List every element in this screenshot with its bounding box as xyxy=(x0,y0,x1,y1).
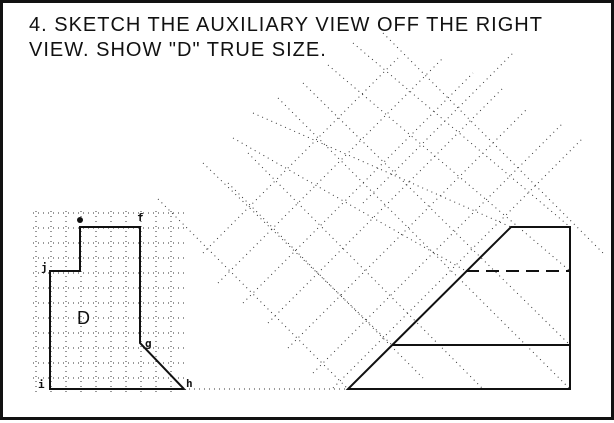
projection-line xyxy=(302,82,571,346)
construction-line xyxy=(217,57,444,284)
construction-line xyxy=(242,72,474,304)
instruction-line-1: 4. SKETCH THE AUXILIARY VIEW OFF THE RIG… xyxy=(29,14,543,36)
projection-line xyxy=(227,182,424,379)
instruction-line-2: VIEW. SHOW "D" TRUE SIZE. xyxy=(29,39,327,61)
construction-line xyxy=(362,52,514,204)
projection-line xyxy=(247,152,484,390)
drawing-canvas: f j D g i h xyxy=(33,32,604,393)
projection-line xyxy=(382,32,604,254)
surface-label-d: D xyxy=(77,308,90,328)
projection-line xyxy=(202,162,393,346)
right-view-outline xyxy=(345,226,571,390)
projection-line xyxy=(252,112,512,228)
construction-line xyxy=(312,122,564,374)
label-j: j xyxy=(41,261,48,274)
projection-line xyxy=(352,42,571,228)
label-f: f xyxy=(137,211,144,224)
instruction-text: 4. SKETCH THE AUXILIARY VIEW OFF THE RIG… xyxy=(29,13,599,63)
label-i: i xyxy=(38,378,45,391)
projection-line xyxy=(327,64,571,272)
front-view-outline xyxy=(49,226,187,390)
point-e-marker xyxy=(77,217,83,223)
projection-line xyxy=(232,137,467,272)
construction-line xyxy=(267,87,504,324)
label-h: h xyxy=(186,377,193,390)
label-g: g xyxy=(145,337,152,350)
projection-lines xyxy=(157,32,604,390)
projection-line xyxy=(157,198,349,390)
construction-line xyxy=(202,57,399,254)
